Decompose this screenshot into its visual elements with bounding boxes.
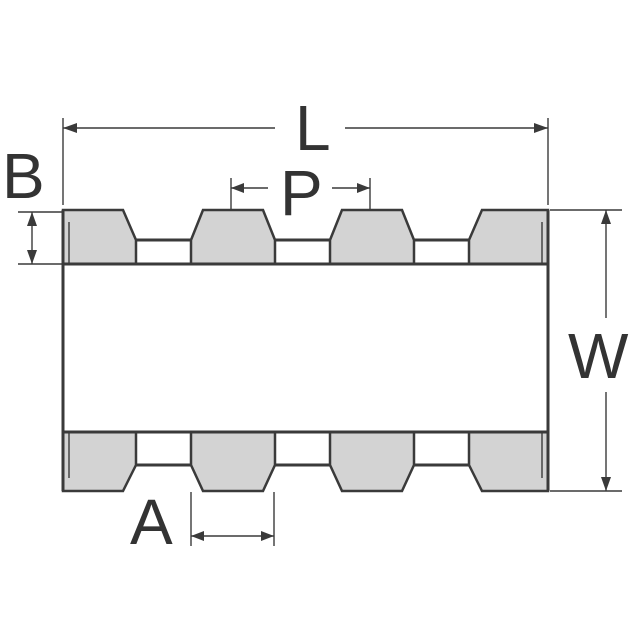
top-terminal-3 — [328, 208, 416, 266]
dimension-P — [230, 178, 371, 224]
label-A: A — [130, 486, 173, 558]
top-terminal-2 — [189, 208, 277, 266]
bottom-terminal-2 — [189, 430, 277, 493]
bottom-terminal-3 — [328, 430, 416, 493]
bottom-terminal-4 — [467, 430, 550, 493]
label-P: P — [280, 157, 323, 229]
body-edges — [136, 238, 469, 467]
dimension-B — [18, 211, 63, 265]
bottom-terminal-1 — [61, 430, 138, 493]
top-terminal-1 — [61, 208, 138, 266]
top-terminal-4 — [467, 208, 550, 266]
dimension-L — [62, 118, 549, 205]
dimension-A — [190, 492, 275, 546]
label-B: B — [2, 140, 45, 212]
label-W: W — [568, 320, 629, 392]
bottom-terminals — [61, 430, 550, 493]
dimension-W — [550, 209, 622, 492]
label-L: L — [295, 92, 331, 164]
side-edges — [61, 210, 550, 491]
component-body — [61, 262, 550, 434]
